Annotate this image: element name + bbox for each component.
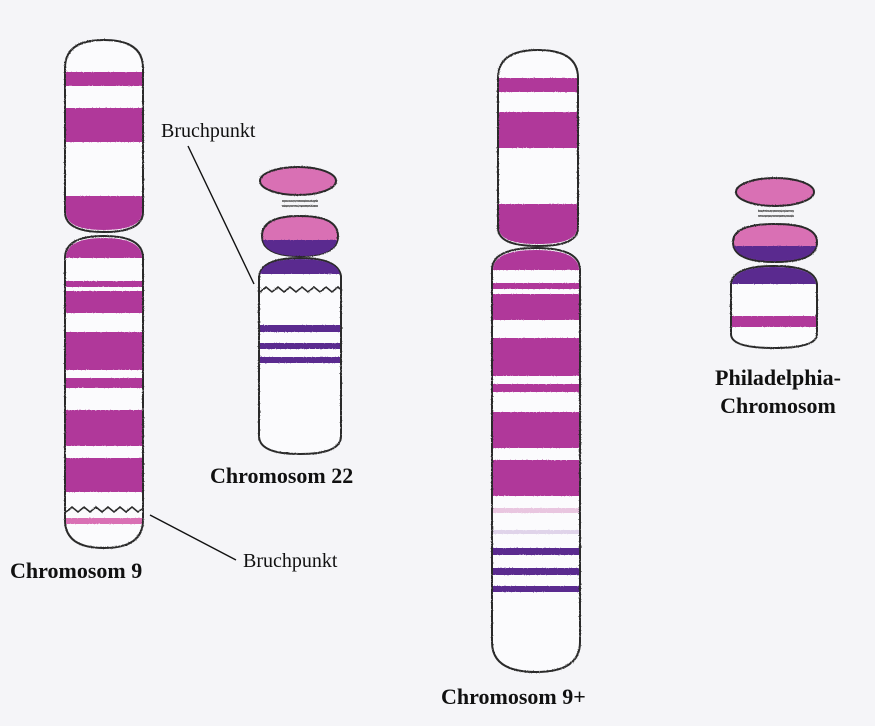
breakpoint-label-top: Bruchpunkt bbox=[161, 120, 255, 143]
chr9plus-band bbox=[493, 384, 579, 392]
chr22-band bbox=[263, 240, 337, 256]
chr9-band bbox=[66, 410, 142, 446]
chr9plus-band bbox=[493, 460, 579, 496]
chr22-q-arm bbox=[259, 258, 341, 454]
philadelphia-label-line2: Chromosom bbox=[698, 392, 858, 420]
chr9plus-band bbox=[493, 338, 579, 376]
chr9plus-band bbox=[493, 548, 579, 555]
chr9-band bbox=[66, 332, 142, 370]
chr9plus-band bbox=[493, 586, 579, 592]
philadelphia-chromosome bbox=[731, 178, 817, 348]
ph-satellite bbox=[736, 178, 814, 206]
chr9-band bbox=[66, 72, 142, 86]
ph-band bbox=[732, 316, 816, 327]
chromosome-9-label: Chromosom 9 bbox=[10, 558, 142, 584]
chr9plus-band bbox=[493, 283, 579, 289]
philadelphia-label-line1: Philadelphia- bbox=[698, 364, 858, 392]
chr22-band bbox=[260, 343, 340, 349]
breakpoint-label-bottom: Bruchpunkt bbox=[243, 550, 337, 573]
chr9plus-band bbox=[493, 568, 579, 575]
chr9-band bbox=[66, 281, 142, 287]
breakpoint-pointer-line-bottom bbox=[150, 515, 236, 560]
chr9-band bbox=[66, 108, 142, 142]
chr9plus-band bbox=[499, 112, 577, 148]
breakpoint-pointer-line-top bbox=[188, 146, 254, 284]
chr22-band bbox=[260, 357, 340, 363]
chromosome-22-label: Chromosom 22 bbox=[210, 463, 353, 489]
chr9plus-band bbox=[499, 78, 577, 92]
philadelphia-chromosome-label: Philadelphia- Chromosom bbox=[698, 364, 858, 420]
chr9plus-band bbox=[493, 508, 579, 513]
chr9-band bbox=[66, 378, 142, 388]
chromosome-9-plus-label: Chromosom 9+ bbox=[441, 684, 586, 710]
chr22-satellite bbox=[260, 167, 336, 195]
chr9-band bbox=[66, 291, 142, 313]
chr9plus-band bbox=[493, 294, 579, 320]
chr9-band bbox=[66, 196, 142, 230]
chr9plus-band bbox=[493, 412, 579, 448]
chromosome-22 bbox=[259, 167, 341, 454]
chr9plus-band bbox=[493, 530, 579, 534]
chr9plus-band bbox=[499, 204, 577, 244]
chromosome-9 bbox=[65, 40, 143, 548]
chr9-band bbox=[66, 458, 142, 492]
chr22-band bbox=[260, 325, 340, 332]
chr9-band bbox=[66, 518, 142, 524]
chromosome-9-plus bbox=[492, 50, 580, 672]
